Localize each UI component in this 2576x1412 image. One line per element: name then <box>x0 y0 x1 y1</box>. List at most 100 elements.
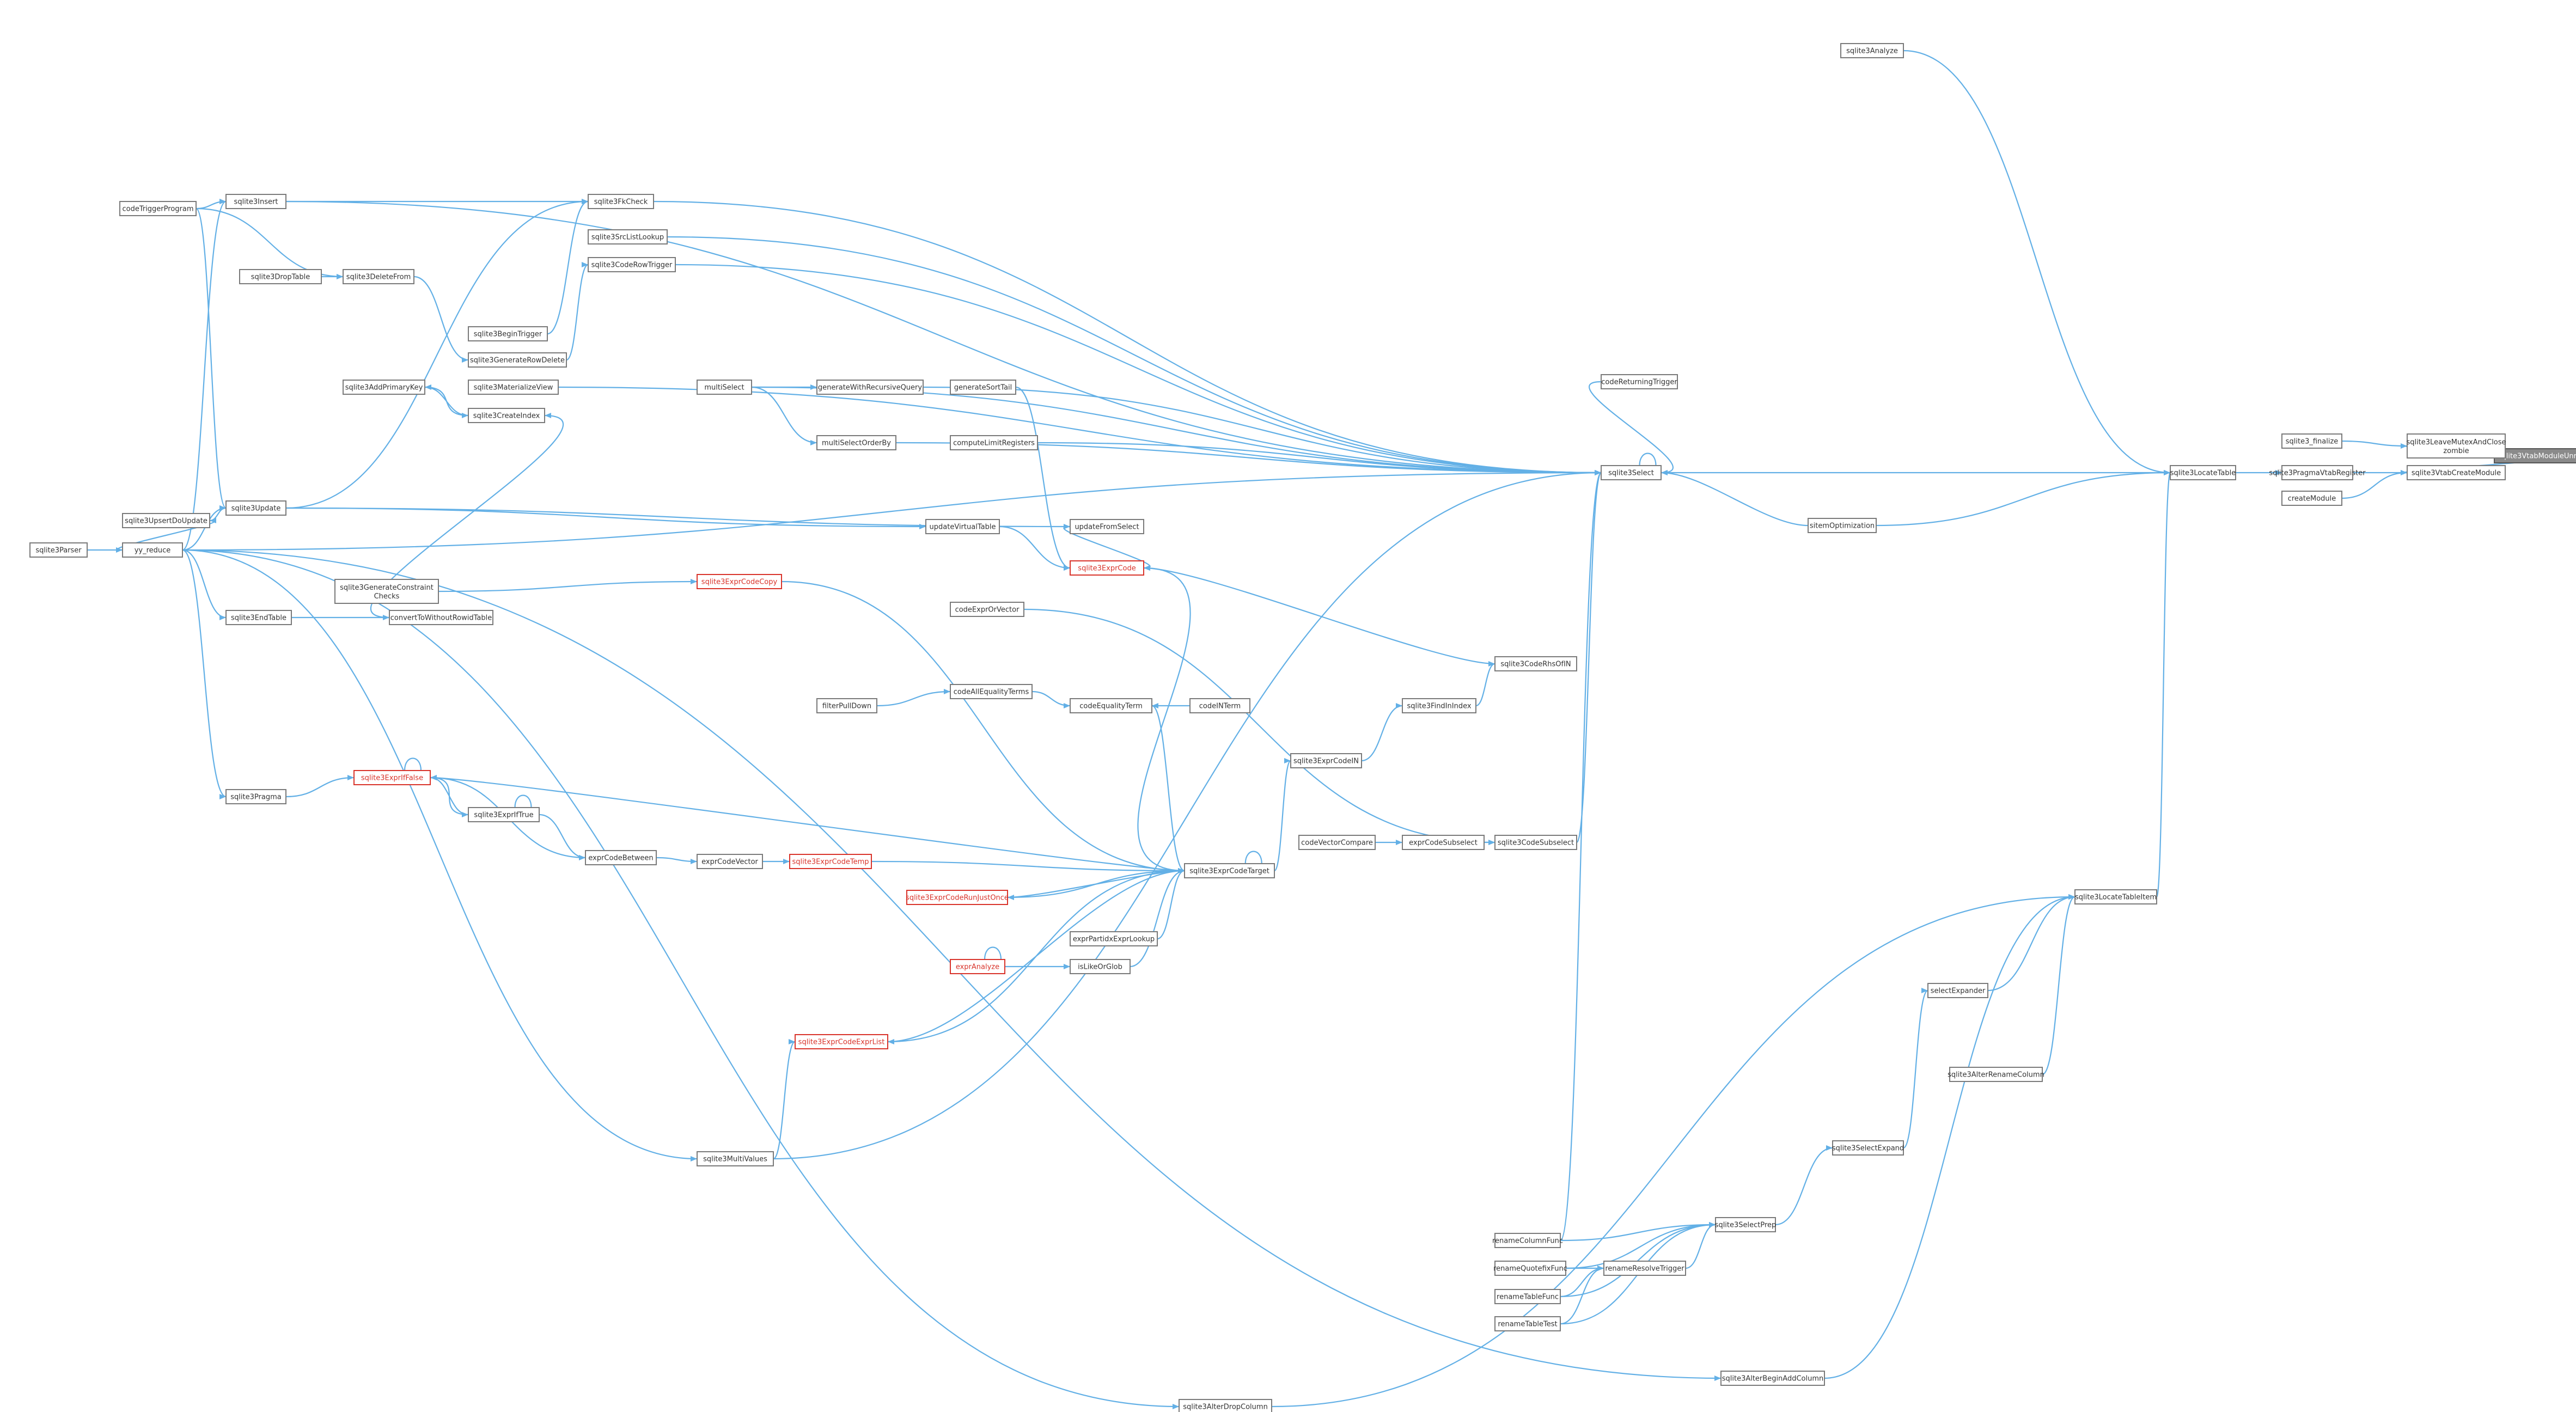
node-box-findinindex[interactable] <box>1402 698 1476 713</box>
node-box-leave[interactable] <box>2407 433 2506 459</box>
node-upsertdo[interactable]: sqlite3UpsertDoUpdate <box>122 513 210 528</box>
node-update[interactable]: sqlite3Update <box>225 500 286 516</box>
node-box-select[interactable] <box>1601 465 1662 480</box>
node-box-renamecol[interactable] <box>1494 1233 1561 1248</box>
node-codeexprvector[interactable]: codeExprOrVector <box>950 602 1024 617</box>
node-codeallequality[interactable]: codeAllEqualityTerms <box>950 684 1033 699</box>
node-box-computelimit[interactable] <box>950 435 1038 450</box>
node-findinindex[interactable]: sqlite3FindInIndex <box>1402 698 1476 713</box>
node-box-selexpand[interactable] <box>1832 1140 1904 1156</box>
node-box-endtable[interactable] <box>225 610 292 625</box>
node-exproanalyze[interactable]: exprAnalyze <box>950 959 1005 974</box>
node-renametable[interactable]: renameTableFunc <box>1494 1289 1561 1304</box>
node-computelimit[interactable]: computeLimitRegisters <box>950 435 1038 450</box>
node-box-exproanalyze[interactable] <box>950 959 1005 974</box>
node-srclistlookup[interactable]: sqlite3SrcListLookup <box>588 229 668 244</box>
node-exprtrue[interactable]: sqlite3ExprIfTrue <box>468 807 540 822</box>
node-box-codeexprvector[interactable] <box>950 602 1024 617</box>
node-box-alterrename[interactable] <box>1949 1067 2043 1082</box>
node-box-createindex[interactable] <box>468 408 545 423</box>
node-box-exprtrue[interactable] <box>468 807 540 822</box>
node-box-selexp[interactable] <box>1927 983 1988 998</box>
node-box-codeallequality[interactable] <box>950 684 1033 699</box>
node-exprcodetemp[interactable]: sqlite3ExprCodeTemp <box>789 854 872 869</box>
node-exprcodein[interactable]: sqlite3ExprCodeIN <box>1290 753 1362 768</box>
node-exprcodesubselect[interactable]: exprCodeSubselect <box>1402 835 1485 850</box>
node-box-renametable[interactable] <box>1494 1289 1561 1304</box>
node-updatevirtual[interactable]: updateVirtualTable <box>925 519 1000 534</box>
node-select[interactable]: sqlite3Select <box>1601 465 1662 480</box>
node-vmod[interactable]: sqlite3VtabModuleUnref <box>2494 448 2576 463</box>
node-box-multiselectorder[interactable] <box>816 435 896 450</box>
node-box-insert[interactable] <box>225 194 286 209</box>
node-finalize[interactable]: sqlite3_finalize <box>2281 433 2342 449</box>
node-box-codeeqterm[interactable] <box>1070 698 1152 713</box>
node-box-alterdrop[interactable] <box>1179 1399 1272 1412</box>
node-box-codesubselect[interactable] <box>1494 835 1577 850</box>
node-box-generatewithrec[interactable] <box>816 380 924 395</box>
node-addprimary[interactable]: sqlite3AddPrimaryKey <box>343 380 425 395</box>
node-yyreduce[interactable]: yy_reduce <box>122 542 183 558</box>
node-box-update[interactable] <box>225 500 286 516</box>
node-exprcode[interactable]: sqlite3ExprCode <box>1070 560 1144 576</box>
node-box-generateconstraint[interactable] <box>334 579 439 604</box>
node-renametest[interactable]: renameTableTest <box>1494 1316 1561 1331</box>
node-pvreg[interactable]: sqlite3PragmaVtabRegister <box>2269 465 2366 480</box>
node-box-upsertdo[interactable] <box>122 513 210 528</box>
node-multiselect[interactable]: multiSelect <box>697 380 752 395</box>
node-box-exprcodecopy[interactable] <box>697 574 782 589</box>
node-updatefromselect[interactable]: updateFromSelect <box>1070 519 1144 534</box>
node-createmod[interactable]: createModule <box>2281 491 2342 506</box>
node-box-srclistlookup[interactable] <box>588 229 668 244</box>
node-box-renameresolve[interactable] <box>1603 1261 1686 1276</box>
node-endtable[interactable]: sqlite3EndTable <box>225 610 292 625</box>
node-loctab[interactable]: sqlite3LocateTable <box>2170 465 2236 480</box>
node-box-islikeornull[interactable] <box>1070 959 1131 974</box>
node-box-pvreg[interactable] <box>2281 465 2353 480</box>
node-box-exprcode[interactable] <box>1070 560 1144 576</box>
node-codereturning[interactable]: codeReturningTrigger <box>1601 374 1678 389</box>
node-alterrename[interactable]: sqlite3AlterRenameColumn <box>1948 1067 2044 1082</box>
node-box-exprcodebetween[interactable] <box>585 850 657 865</box>
node-parser[interactable]: sqlite3Parser <box>29 542 88 558</box>
node-pragma[interactable]: sqlite3Pragma <box>225 789 286 804</box>
node-exprcodebetween[interactable]: exprCodeBetween <box>585 850 657 865</box>
node-box-generaterowdelete[interactable] <box>468 352 567 368</box>
node-codevectorcompare[interactable]: codeVectorCompare <box>1298 835 1376 850</box>
node-box-updatevirtual[interactable] <box>925 519 1000 534</box>
node-box-renamequote[interactable] <box>1494 1261 1566 1276</box>
node-begintrigger[interactable]: sqlite3BeginTrigger <box>468 326 548 341</box>
node-exprcodecopy[interactable]: sqlite3ExprCodeCopy <box>697 574 782 589</box>
node-renamecol[interactable]: renameColumnFunc <box>1492 1233 1563 1248</box>
node-box-parser[interactable] <box>29 542 88 558</box>
node-exprcodeonce[interactable]: sqlite3ExprCodeRunJustOnce <box>906 890 1009 905</box>
node-box-selprep[interactable] <box>1715 1217 1776 1232</box>
node-box-sitem[interactable] <box>1808 518 1877 533</box>
node-multivalues[interactable]: sqlite3MultiValues <box>697 1151 774 1166</box>
node-box-multivalues[interactable] <box>697 1151 774 1166</box>
node-filterpulldown[interactable]: filterPullDown <box>816 698 877 713</box>
node-box-materializeview[interactable] <box>468 380 559 395</box>
node-fkcheck[interactable]: sqlite3FkCheck <box>588 194 654 209</box>
node-renamequote[interactable]: renameQuotefixFunc <box>1493 1261 1567 1276</box>
node-deletefrom[interactable]: sqlite3DeleteFrom <box>343 269 414 284</box>
node-box-exprfalse[interactable] <box>353 770 431 785</box>
node-selprep[interactable]: sqlite3SelectPrep <box>1715 1217 1777 1232</box>
node-exprcodetarget[interactable]: sqlite3ExprCodeTarget <box>1184 863 1275 878</box>
node-box-exprcodelist[interactable] <box>795 1034 888 1049</box>
node-box-codeinterm[interactable] <box>1189 698 1250 713</box>
node-convertwithout[interactable]: convertToWithoutRowidTable <box>389 610 493 625</box>
node-generatesort[interactable]: generateSortTail <box>950 380 1016 395</box>
node-codetrigger[interactable]: codeTriggerProgram <box>119 201 197 216</box>
node-box-droptrigger[interactable] <box>239 269 322 284</box>
node-vcreate[interactable]: sqlite3VtabCreateModule <box>2407 465 2506 480</box>
node-selexp[interactable]: selectExpander <box>1927 983 1988 998</box>
node-box-createmod[interactable] <box>2281 491 2342 506</box>
node-exprcodevector[interactable]: exprCodeVector <box>697 854 763 869</box>
node-box-pragma[interactable] <box>225 789 286 804</box>
node-box-deletefrom[interactable] <box>343 269 414 284</box>
node-sitem[interactable]: sitemOptimization <box>1808 518 1877 533</box>
node-renameresolve[interactable]: renameResolveTrigger <box>1603 1261 1686 1276</box>
node-insert[interactable]: sqlite3Insert <box>225 194 286 209</box>
